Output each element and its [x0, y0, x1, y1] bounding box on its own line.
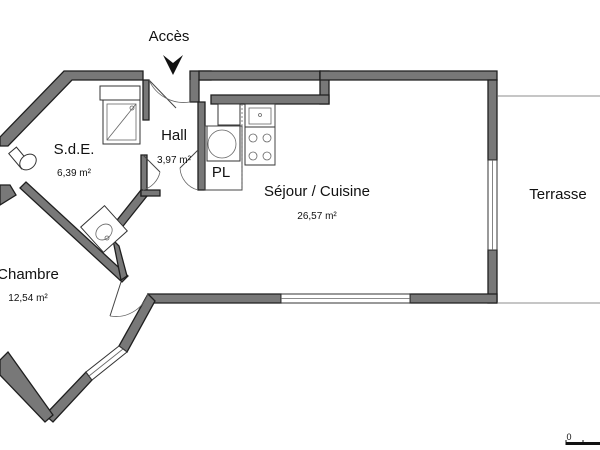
sde-name: S.d.E. — [54, 141, 95, 158]
wall-diagonal-bottom — [118, 292, 156, 353]
hall-name: Hall — [161, 127, 187, 144]
hall-area: 3,97 m² — [157, 155, 192, 166]
kitchen-sink-icon — [244, 103, 276, 128]
window-chambre — [85, 345, 128, 381]
door-sde — [142, 154, 161, 173]
wall-step-horizontal — [210, 94, 330, 105]
sejour-area: 26,57 m² — [297, 211, 337, 222]
pl-name: PL — [212, 164, 230, 181]
windows — [85, 159, 498, 381]
washing-machine-icon — [206, 125, 241, 162]
cabinet-icon — [217, 103, 241, 126]
wall-bottom-right — [409, 293, 498, 304]
sde-area: 6,39 m² — [57, 168, 92, 179]
wall-left-bottom — [0, 350, 54, 423]
wall-bottom-mid — [147, 293, 282, 304]
wall-top-step — [198, 70, 321, 81]
cooktop-icon — [244, 126, 276, 166]
toilet-icon — [8, 146, 37, 171]
terrace-name: Terrasse — [529, 186, 587, 203]
door-hall-sejour — [179, 149, 199, 169]
door-chambre — [109, 281, 122, 317]
chambre-name: Chambre — [0, 266, 59, 283]
wall-interior-diagonal — [19, 181, 129, 283]
scale-bar: 0 — [565, 432, 600, 445]
wall-sde-right — [142, 79, 150, 121]
wall-hall-chambre — [111, 238, 128, 282]
wall-right-upper — [487, 79, 498, 161]
wall-hall-bottom — [140, 189, 161, 197]
entrance-door — [148, 79, 177, 109]
chambre-area: 12,54 m² — [8, 293, 48, 304]
sejour-name: Séjour / Cuisine — [264, 183, 370, 200]
wall-left-stub — [0, 184, 17, 206]
washbasin-icon — [80, 204, 128, 254]
labels: Accès S.d.E. 6,39 m² Hall 3,97 m² PL Séj… — [0, 28, 587, 304]
wall-hall-sejour — [197, 101, 206, 191]
wall-top-right — [319, 70, 498, 81]
scale-zero: 0 — [566, 432, 571, 442]
terrace — [497, 95, 600, 304]
access-label: Accès — [149, 28, 190, 45]
access-arrow-icon — [163, 55, 183, 75]
doors — [109, 79, 199, 317]
shower-icon — [99, 85, 141, 145]
wall-top-left — [0, 70, 144, 147]
fixtures — [8, 85, 276, 254]
